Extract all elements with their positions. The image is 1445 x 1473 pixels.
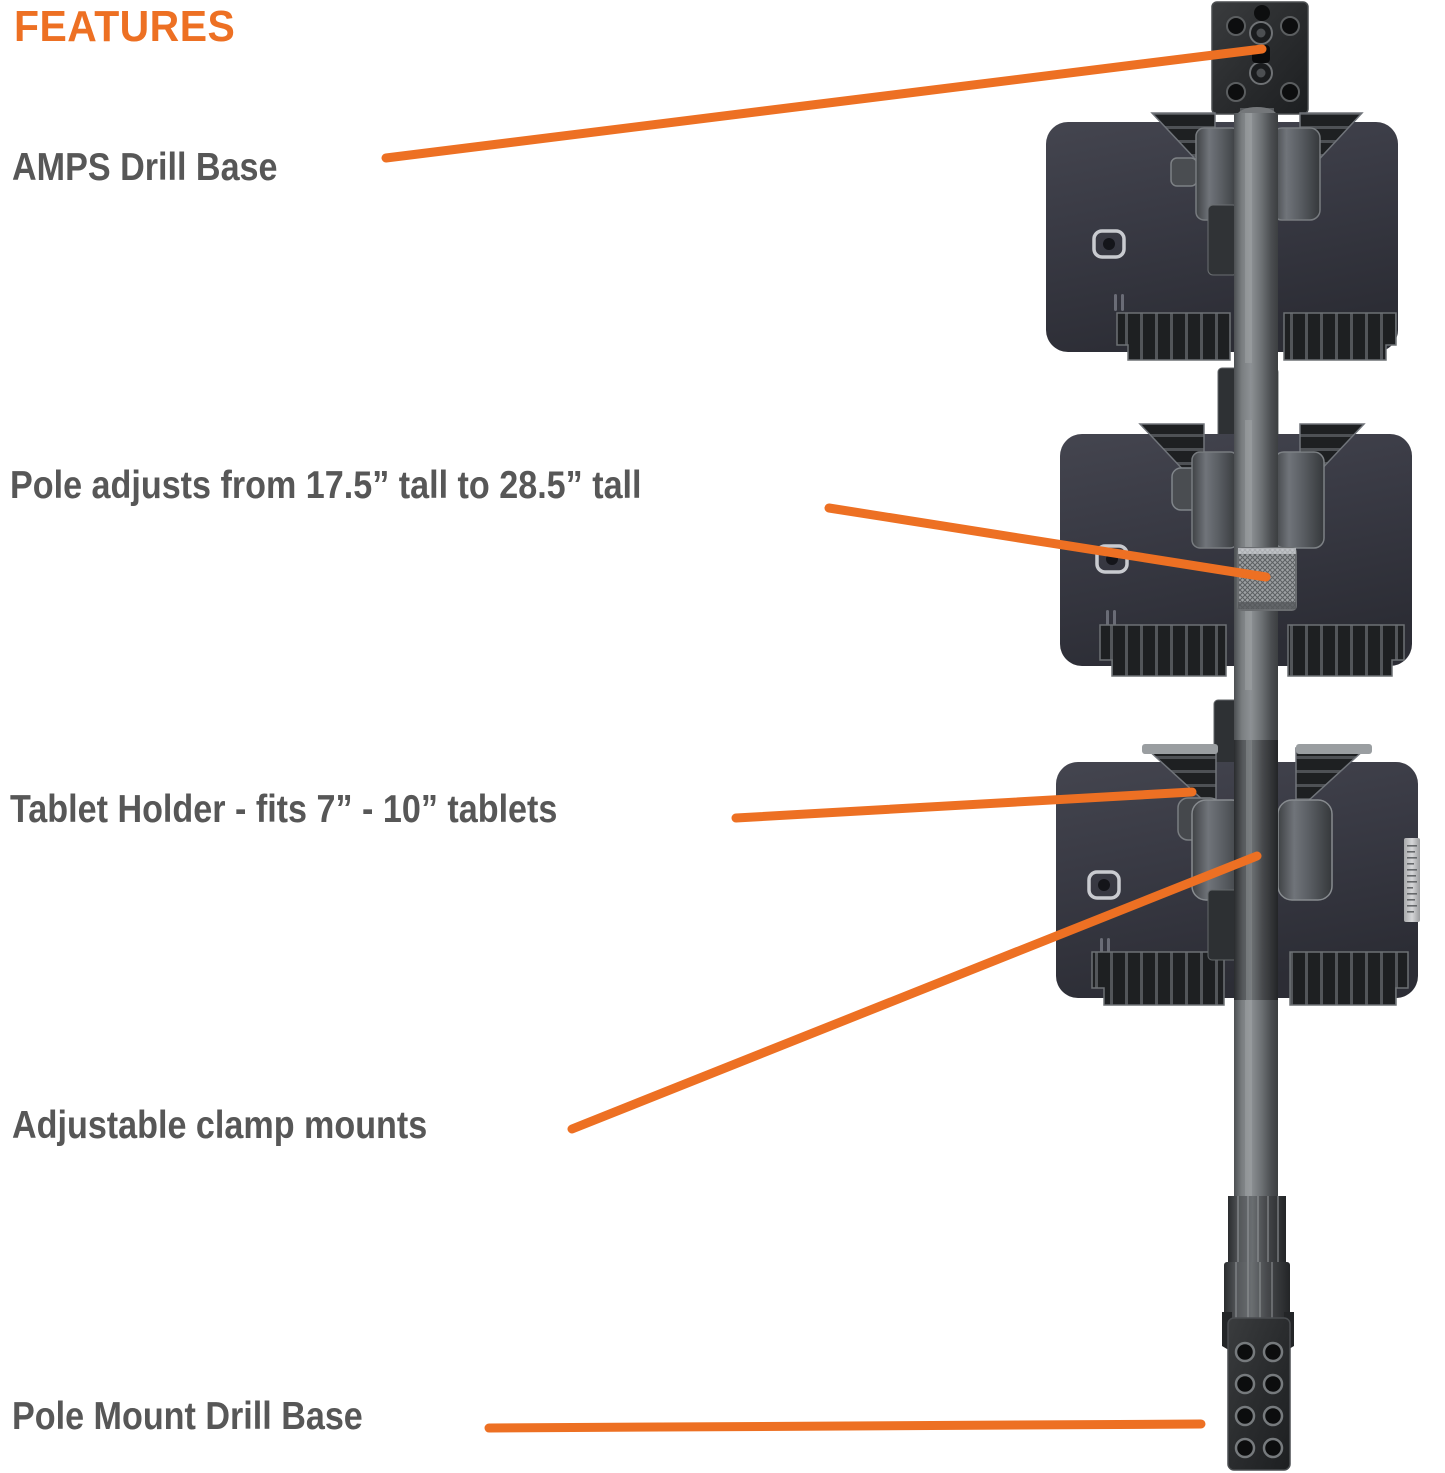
- regulatory-label: [1404, 838, 1420, 922]
- assembly-top: [1046, 112, 1398, 363]
- leader-line-pole-mount-drill-base: [484, 1419, 1206, 1433]
- page-title: FEATURES: [14, 2, 236, 51]
- leader-line-tablet-holder: [731, 787, 1197, 823]
- feature-label-pole-adjust: Pole adjusts from 17.5” tall to 28.5” ta…: [10, 464, 642, 507]
- clamp-mount-middle: [1191, 451, 1325, 549]
- clamp-mount-top: [1195, 127, 1321, 276]
- assembly-bottom: [1056, 740, 1420, 1020]
- leader-line-pole-adjust: [824, 503, 1271, 582]
- leader-line-clamp-mounts: [567, 851, 1262, 1134]
- leader-line-amps-drill-base: [381, 44, 1267, 163]
- pole-base-collars: [1224, 1196, 1290, 1320]
- feature-label-pole-mount-drill-base: Pole Mount Drill Base: [12, 1395, 363, 1438]
- feature-label-amps-drill-base: AMPS Drill Base: [12, 146, 278, 189]
- feature-label-clamp-mounts: Adjustable clamp mounts: [12, 1104, 428, 1147]
- assembly-middle: [1060, 420, 1412, 690]
- clamp-mount-bottom: [1177, 797, 1333, 961]
- pole-mount-base-plate: [1222, 1312, 1294, 1471]
- pole-lower-section: [1234, 1000, 1278, 1200]
- feature-label-tablet-holder: Tablet Holder - fits 7” - 10” tablets: [10, 788, 558, 831]
